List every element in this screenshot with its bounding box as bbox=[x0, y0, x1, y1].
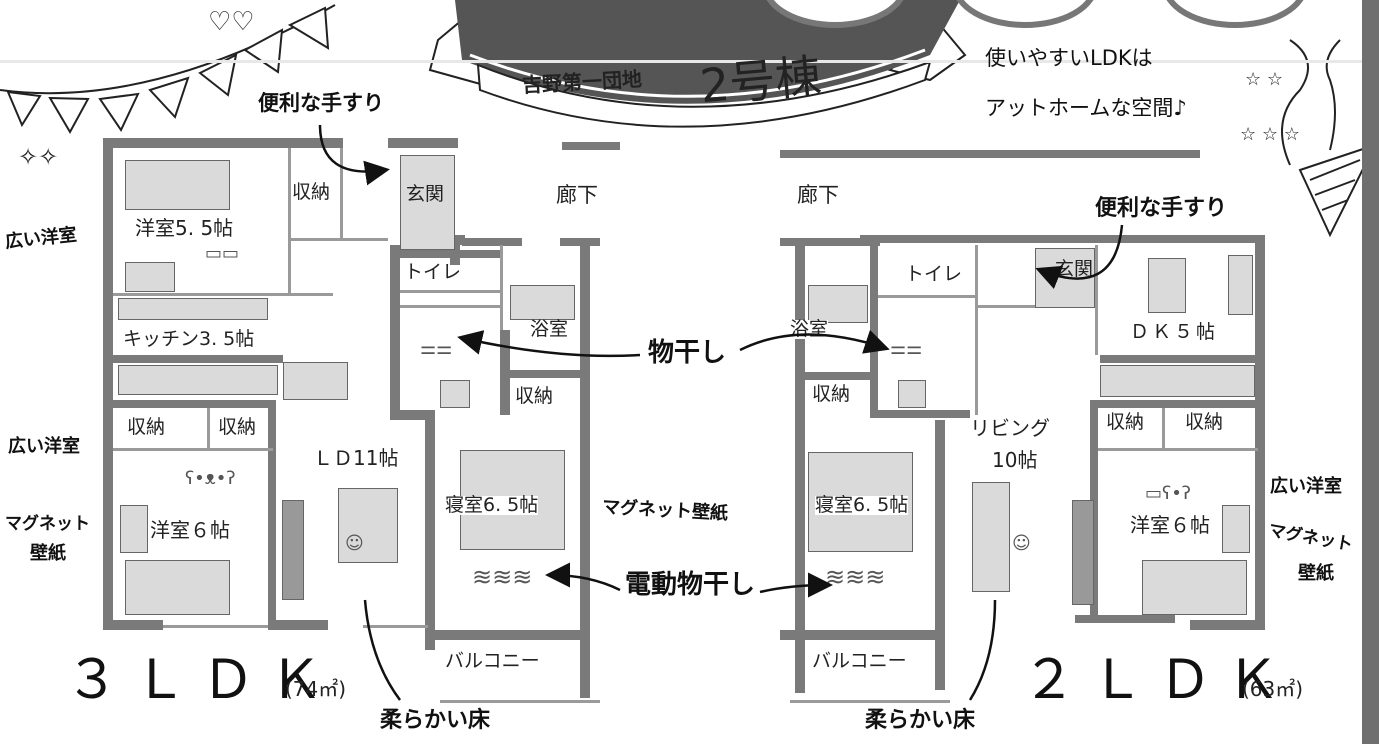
desk bbox=[1222, 505, 1250, 553]
tv-stand bbox=[1072, 500, 1094, 605]
toy-car-icon: ▭ʕ•ʔ bbox=[1145, 483, 1191, 504]
room-storage: 収納 bbox=[1106, 411, 1145, 433]
tv-stand bbox=[282, 500, 304, 600]
svg-text:☆ ☆: ☆ ☆ bbox=[1245, 69, 1283, 90]
unit-type-2ldk: ２ＬＤＫ bbox=[1022, 648, 1294, 711]
room-kitchen: キッチン3. 5帖 bbox=[123, 328, 255, 350]
room-corridor: 廊下 bbox=[556, 183, 598, 207]
svg-text:♡♡: ♡♡ bbox=[208, 7, 255, 37]
sofa bbox=[972, 482, 1010, 592]
drying-rack-icon: ⚌⚌ bbox=[890, 338, 923, 359]
shelf bbox=[118, 298, 268, 320]
room-storage: 収納 bbox=[218, 416, 257, 438]
toy-car-icon: ▭▭ bbox=[205, 243, 240, 264]
unit-area-3ldk: (74㎡) bbox=[285, 677, 347, 701]
bathtub bbox=[808, 285, 868, 323]
room-living-size: 10帖 bbox=[992, 448, 1038, 472]
annotation-drying: 物干し bbox=[648, 338, 727, 368]
tagline-line-2: アットホームな空間♪ bbox=[985, 96, 1187, 120]
room-western-6: 洋室６帖 bbox=[150, 518, 230, 542]
unit-area-2ldk: (63㎡) bbox=[1242, 677, 1304, 701]
room-storage: 収納 bbox=[1185, 411, 1224, 433]
svg-text:☆ ☆ ☆: ☆ ☆ ☆ bbox=[1240, 124, 1300, 145]
room-dk: ＤＫ５帖 bbox=[1130, 321, 1219, 343]
bed bbox=[125, 560, 230, 615]
drying-rack-icon: ⚌⚌ bbox=[420, 338, 453, 359]
room-toilet: トイレ bbox=[404, 261, 462, 283]
person-icon: ☺ bbox=[1012, 533, 1031, 554]
room-balcony: バルコニー bbox=[812, 650, 907, 672]
annotation-electric-drying: 電動物干し bbox=[625, 570, 756, 600]
annotation-soft-floor: 柔らかい床 bbox=[380, 708, 491, 733]
electric-drying-rack-icon: ≋≋≋ bbox=[825, 563, 886, 591]
washer bbox=[440, 380, 470, 408]
annotation-soft-floor: 柔らかい床 bbox=[865, 708, 976, 733]
tagline-line-1: 使いやすいLDKは bbox=[985, 46, 1153, 70]
fridge bbox=[1228, 255, 1253, 315]
bed bbox=[1142, 560, 1247, 615]
bear-toy-icon: ʕ•ᴥ•ʔ bbox=[185, 468, 236, 489]
room-storage: 収納 bbox=[812, 383, 851, 405]
room-storage: 収納 bbox=[127, 416, 166, 438]
room-entrance: 玄関 bbox=[406, 183, 445, 205]
kitchen-counter bbox=[1100, 365, 1255, 397]
dining-table bbox=[1148, 258, 1186, 313]
electric-drying-rack-icon: ≋≋≋ bbox=[472, 563, 533, 591]
room-balcony: バルコニー bbox=[445, 650, 540, 672]
annotation-wallpaper: 壁紙 bbox=[1298, 563, 1334, 584]
bed bbox=[125, 160, 230, 210]
room-bedroom: 寝室6. 5帖 bbox=[445, 494, 539, 516]
annotation-handrail: 便利な手すり bbox=[258, 91, 384, 115]
dining-table bbox=[283, 362, 348, 400]
room-storage: 収納 bbox=[515, 385, 554, 407]
bathtub bbox=[510, 285, 575, 320]
room-corridor: 廊下 bbox=[797, 183, 839, 207]
room-bath: 浴室 bbox=[530, 318, 569, 340]
washer bbox=[898, 380, 926, 408]
room-western-55: 洋室5. 5帖 bbox=[135, 216, 234, 240]
room-ld: ＬＤ11帖 bbox=[313, 446, 399, 470]
sofa bbox=[338, 488, 398, 563]
room-toilet: トイレ bbox=[905, 263, 963, 285]
room-bedroom: 寝室6. 5帖 bbox=[815, 494, 909, 516]
annotation-wallpaper: 壁紙 bbox=[30, 543, 66, 564]
annotation-wide-room: 広い洋室 bbox=[1270, 476, 1342, 497]
unit-type-3ldk: ３ＬＤＫ bbox=[65, 648, 337, 711]
annotation-magnet: マグネット bbox=[5, 514, 90, 534]
room-living: リビング bbox=[970, 416, 1050, 440]
entrance-floor bbox=[400, 155, 455, 250]
room-entrance: 玄関 bbox=[1055, 258, 1094, 280]
person-icon: ☺ bbox=[345, 533, 364, 554]
annotation-handrail: 便利な手すり bbox=[1095, 196, 1228, 221]
svg-text:✧✧: ✧✧ bbox=[18, 143, 58, 171]
room-western-6: 洋室６帖 bbox=[1130, 513, 1210, 537]
kitchen-counter bbox=[118, 365, 278, 395]
room-storage: 収納 bbox=[292, 181, 331, 203]
desk bbox=[125, 262, 175, 292]
annotation-wide-room: 広い洋室 bbox=[8, 436, 80, 457]
desk bbox=[120, 505, 148, 553]
